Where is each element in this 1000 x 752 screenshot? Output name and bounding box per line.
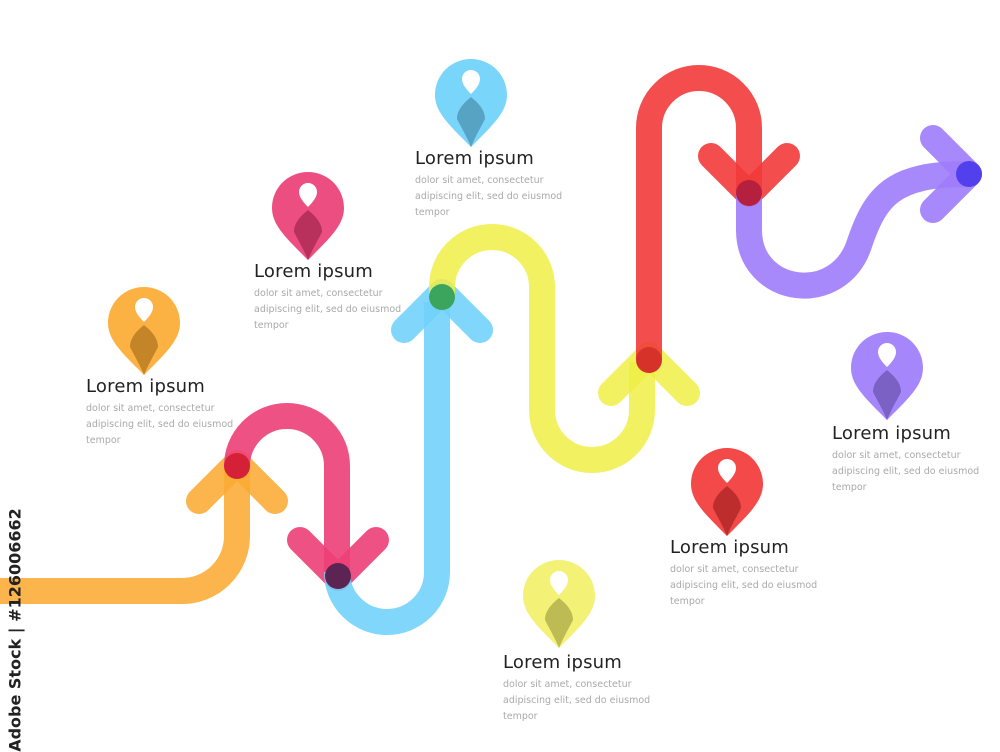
junction-dot [429, 284, 455, 310]
path-segment-orange [0, 450, 288, 604]
watermark-text: Adobe Stock | #126006662 [5, 508, 25, 752]
milestone-3-label: Lorem ipsum dolor sit amet, consectetur … [415, 148, 585, 221]
location-pin-icon [435, 59, 507, 147]
milestone-1-label: Lorem ipsum dolor sit amet, consectetur … [86, 376, 256, 449]
watermark: Adobe Stock | #126006662 [4, 508, 26, 752]
location-pin-icon [851, 332, 923, 420]
junction-dot [636, 347, 662, 373]
milestone-title: Lorem ipsum [670, 537, 790, 558]
location-pin-icon [523, 560, 595, 648]
location-pin-icon [272, 172, 344, 260]
milestone-title: Lorem ipsum [415, 148, 535, 169]
milestone-title: Lorem ipsum [254, 261, 374, 282]
path-segment-red [636, 65, 800, 360]
milestone-description: dolor sit amet, consectetur adipiscing e… [503, 679, 651, 722]
junction-dot [325, 563, 351, 589]
milestone-description: dolor sit amet, consectetur adipiscing e… [415, 175, 563, 218]
junction-dot [736, 180, 762, 206]
location-pin-icon [691, 448, 763, 536]
milestone-5-label: Lorem ipsum dolor sit amet, consectetur … [670, 537, 840, 610]
milestone-4-label: Lorem ipsum dolor sit amet, consectetur … [503, 652, 673, 725]
milestone-description: dolor sit amet, consectetur adipiscing e… [86, 403, 234, 446]
milestone-description: dolor sit amet, consectetur adipiscing e… [832, 450, 980, 493]
junction-dot [956, 161, 982, 187]
milestone-title: Lorem ipsum [832, 423, 952, 444]
milestone-title: Lorem ipsum [86, 376, 206, 397]
junction-dot [224, 453, 250, 479]
milestone-2-label: Lorem ipsum dolor sit amet, consectetur … [254, 261, 424, 334]
milestone-6-label: Lorem ipsum dolor sit amet, consectetur … [832, 423, 1000, 496]
milestone-description: dolor sit amet, consectetur adipiscing e… [254, 288, 402, 331]
milestone-description: dolor sit amet, consectetur adipiscing e… [670, 564, 818, 607]
location-pin-icon [108, 287, 180, 375]
milestone-title: Lorem ipsum [503, 652, 623, 673]
